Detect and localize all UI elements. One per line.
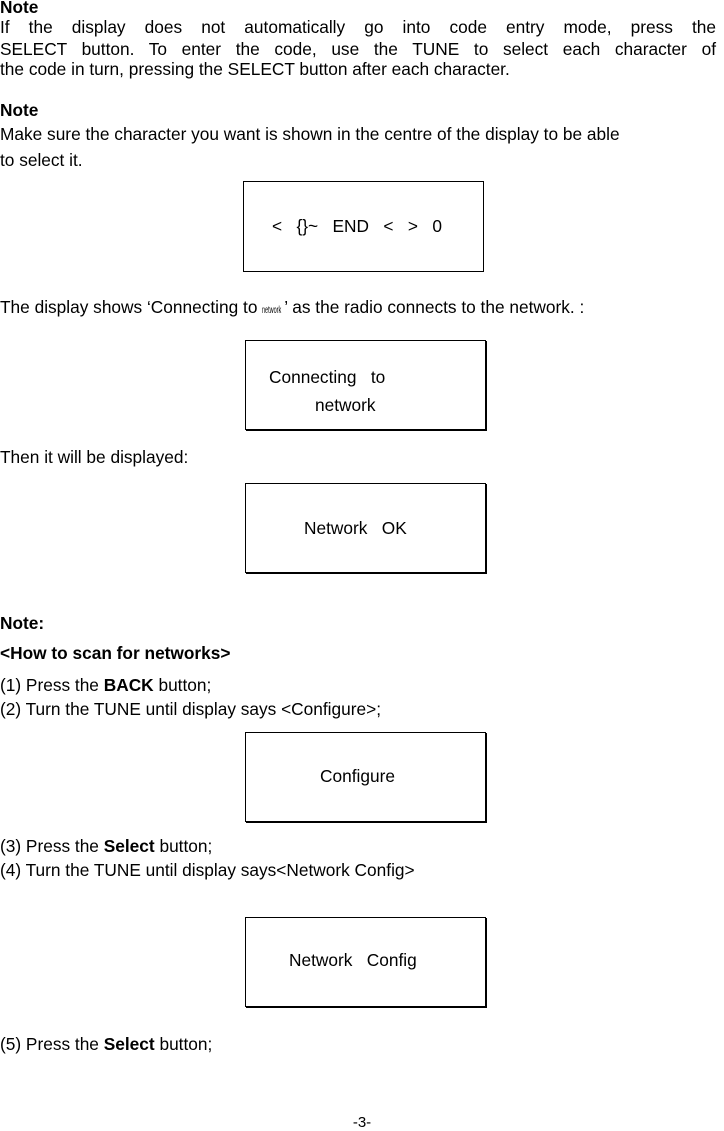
network-config-display-text: Network Config [289, 950, 417, 970]
connecting-display-line-1: Connecting to [269, 367, 386, 387]
step-4: (4) Turn the TUNE until display says<Net… [0, 860, 415, 880]
select-button-label-2: Select [103, 1034, 155, 1054]
step-5-text: (5) Press the [0, 1034, 104, 1054]
configure-display: Configure [245, 732, 486, 822]
connecting-description-start: The display shows ‘Connecting to [0, 297, 263, 317]
network-config-display: Network Config [245, 917, 486, 1007]
page-number: -3- [352, 1114, 372, 1131]
network-ok-display-text: Network OK [304, 518, 407, 538]
step-1-text-end: button; [153, 675, 212, 695]
note-heading-1: Note [0, 0, 39, 17]
note-2-line-2: to select it. [0, 150, 83, 170]
code-entry-display-text: < {}~ END < > 0 [272, 216, 443, 236]
step-3-text: (3) Press the [0, 836, 104, 856]
step-3-text-end: button; [154, 836, 213, 856]
network-ok-display: Network OK [245, 483, 486, 573]
note-1-line-1: If the display does not automatically go… [0, 17, 716, 37]
step-5-text-end: button; [154, 1034, 213, 1054]
then-displayed-text: Then it will be displayed: [0, 447, 189, 467]
connecting-description-end: ’ as the radio connects to the network. … [284, 297, 585, 317]
step-2: (2) Turn the TUNE until display says <Co… [0, 699, 382, 719]
note-heading-3: Note: [0, 613, 45, 633]
connecting-description-small-word: network [262, 305, 282, 316]
connecting-description: The display shows ‘Connecting to network… [0, 297, 584, 321]
scan-networks-heading: <How to scan for networks> [0, 643, 231, 663]
connecting-display: Connecting to network [245, 340, 486, 430]
note-1-line-3: the code in turn, pressing the SELECT bu… [0, 59, 510, 79]
configure-display-text: Configure [320, 766, 395, 786]
back-button-label: BACK [103, 675, 154, 695]
connecting-display-line-2: network [315, 395, 376, 415]
step-1: (1) Press the BACK button; [0, 675, 211, 695]
step-5: (5) Press the Select button; [0, 1034, 212, 1054]
note-1-line-2: SELECT button. To enter the code, use th… [0, 39, 716, 59]
select-button-label: Select [103, 836, 155, 856]
code-entry-display: < {}~ END < > 0 [243, 181, 484, 272]
note-heading-2: Note [0, 100, 39, 120]
step-1-text: (1) Press the [0, 675, 104, 695]
note-2-line-1: Make sure the character you want is show… [0, 124, 620, 144]
step-3: (3) Press the Select button; [0, 836, 212, 856]
